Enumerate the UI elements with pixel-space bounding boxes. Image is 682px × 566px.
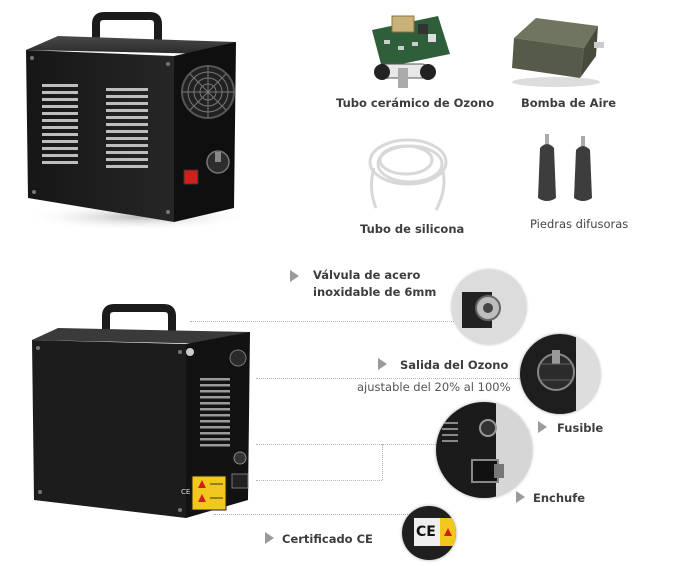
plug-arrow-icon xyxy=(516,491,525,503)
adjustable-range-label: ajustable del 20% al 100% xyxy=(357,380,511,394)
svg-text:CE: CE xyxy=(181,488,190,496)
diffuser-stones-label: Piedras difusoras xyxy=(530,217,629,231)
steel-valve-label-line2: inoxidable de 6mm xyxy=(313,285,437,299)
ozone-generator-back-image: CE xyxy=(32,304,250,518)
outlet-arrow-icon xyxy=(378,358,387,370)
plug-leader-line xyxy=(256,480,382,481)
ce-arrow-icon xyxy=(265,532,274,544)
steel-valve-detail xyxy=(452,270,526,344)
fuse-arrow-icon xyxy=(538,421,547,433)
diffuser-stones-image xyxy=(538,134,592,201)
ozone-tube-label: Tubo cerámico de Ozono xyxy=(336,96,495,110)
air-pump-label: Bomba de Aire xyxy=(521,96,616,110)
valve-leader-line xyxy=(190,321,456,322)
fuse-plug-detail xyxy=(436,402,532,498)
ozone-outlet-knob-detail xyxy=(520,334,600,414)
fuse-label: Fusible xyxy=(557,421,604,435)
outlet-leader-line xyxy=(256,378,528,379)
steel-valve-label-line1: Válvula de acero xyxy=(313,268,421,282)
silicone-tube-label: Tubo de silicona xyxy=(360,222,465,236)
fuse-leader-line xyxy=(256,444,442,445)
ce-leader-line xyxy=(214,514,410,515)
silicone-tube-image xyxy=(368,138,448,211)
plug-leader-vertical xyxy=(382,444,383,480)
air-pump-image xyxy=(512,18,604,87)
ce-mark-text: CE xyxy=(416,524,436,540)
ce-certificate-detail: CE xyxy=(402,506,456,560)
ce-certificate-label: Certificado CE xyxy=(282,532,373,546)
ozone-outlet-label: Salida del Ozono xyxy=(400,358,509,372)
ozone-generator-front-image xyxy=(23,12,248,231)
ceramic-ozone-tube-image xyxy=(372,15,450,88)
valve-arrow-icon xyxy=(290,270,299,282)
plug-label: Enchufe xyxy=(533,491,586,505)
